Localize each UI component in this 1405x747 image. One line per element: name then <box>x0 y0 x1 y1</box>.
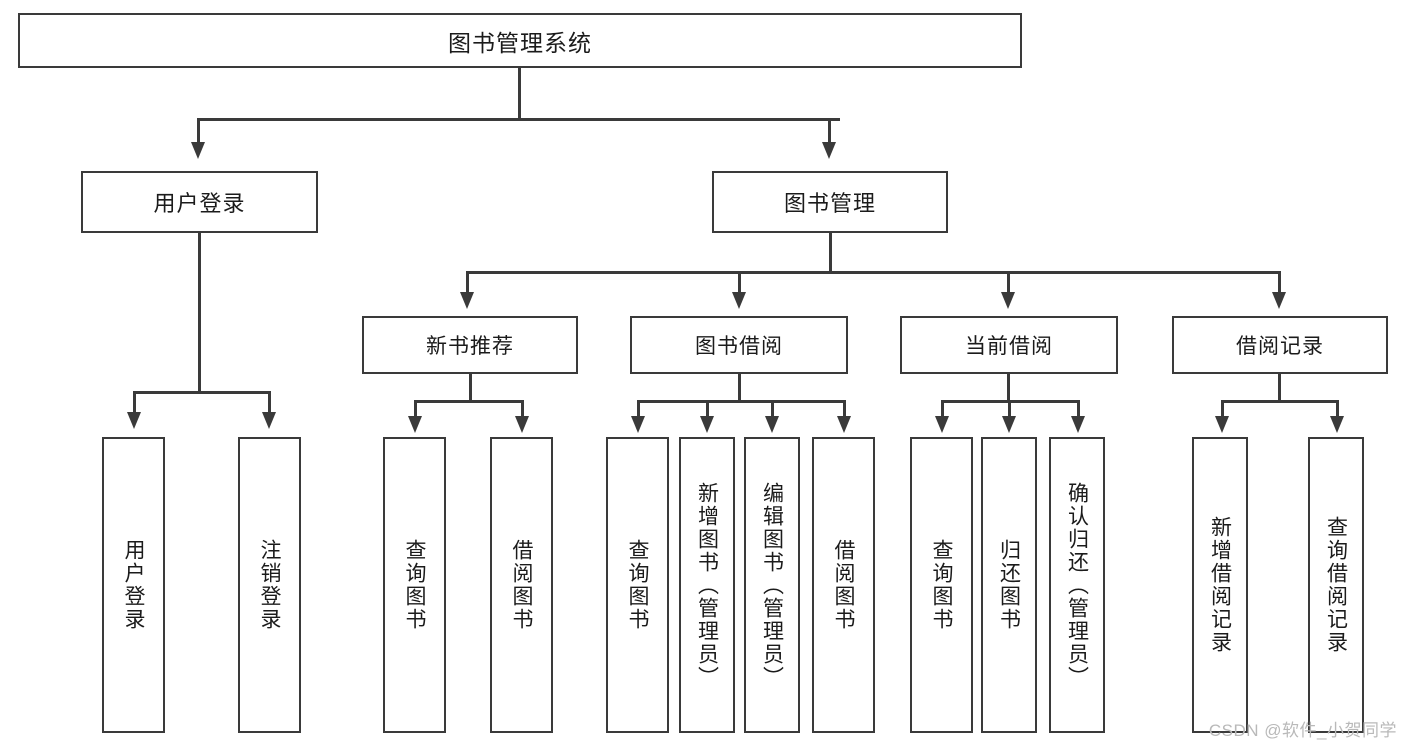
leaf-label: 编辑图书（管理员） <box>760 481 784 689</box>
leaf-new-book-query-books[interactable]: 查询图书 <box>383 437 446 733</box>
leaf-label: 查询图书 <box>930 539 953 631</box>
arrow-cb-to-leaf-3 <box>1071 416 1085 433</box>
leaf-label: 查询图书 <box>403 539 426 631</box>
leaf-label: 新增图书（管理员） <box>695 481 719 689</box>
leaf-book-borrow-edit-book[interactable]: 编辑图书（管理员） <box>744 437 800 733</box>
connector-bb-to-leaf-4 <box>843 400 846 418</box>
leaf-borrow-records-query-record[interactable]: 查询借阅记录 <box>1308 437 1364 733</box>
leaf-book-borrow-add-book[interactable]: 新增图书（管理员） <box>679 437 735 733</box>
connector-root-to-user-login <box>197 118 200 145</box>
node-current-borrow[interactable]: 当前借阅 <box>900 316 1118 374</box>
node-book-management[interactable]: 图书管理 <box>712 171 948 233</box>
arrow-br-to-leaf-1 <box>1215 416 1229 433</box>
connector-current-borrow-stem <box>1007 374 1010 402</box>
node-label: 图书借阅 <box>695 335 783 358</box>
arrow-bm-to-borrow-records <box>1272 292 1286 309</box>
arrow-bb-to-leaf-2 <box>700 416 714 433</box>
arrow-bm-to-book-borrow <box>732 292 746 309</box>
leaf-label: 确认归还（管理员） <box>1065 481 1089 689</box>
arrow-bb-to-leaf-1 <box>631 416 645 433</box>
leaf-user-login-logout[interactable]: 注销登录 <box>238 437 301 733</box>
node-label: 图书管理 <box>783 191 876 216</box>
node-label: 用户登录 <box>153 191 246 216</box>
leaf-current-borrow-confirm-return[interactable]: 确认归还（管理员） <box>1049 437 1105 733</box>
node-new-book-recommend[interactable]: 新书推荐 <box>362 316 578 374</box>
connector-borrow-records-bus <box>1221 400 1338 403</box>
node-label: 当前借阅 <box>965 335 1053 358</box>
connector-br-to-leaf-1 <box>1221 400 1224 418</box>
connector-new-book-bus <box>414 400 524 403</box>
node-book-management-system[interactable]: 图书管理系统 <box>18 13 1022 68</box>
leaf-label: 借阅图书 <box>510 539 533 631</box>
arrow-cb-to-leaf-1 <box>935 416 949 433</box>
connector-bb-to-leaf-3 <box>771 400 774 418</box>
arrow-cb-to-leaf-2 <box>1002 416 1016 433</box>
connector-user-login-bus <box>133 391 270 394</box>
node-label: 借阅记录 <box>1236 335 1324 358</box>
connector-root-to-book-management <box>828 118 831 145</box>
connector-bb-to-leaf-2 <box>706 400 709 418</box>
leaf-user-login-login[interactable]: 用户登录 <box>102 437 165 733</box>
leaf-borrow-records-add-record[interactable]: 新增借阅记录 <box>1192 437 1248 733</box>
connector-borrow-records-stem <box>1278 374 1281 402</box>
arrow-bm-to-new-book <box>460 292 474 309</box>
connector-book-management-bus <box>466 271 1280 274</box>
connector-book-borrow-stem <box>738 374 741 402</box>
leaf-new-book-borrow-books[interactable]: 借阅图书 <box>490 437 553 733</box>
connector-nb-to-leaf-2 <box>521 400 524 418</box>
arrow-nb-to-leaf-1 <box>408 416 422 433</box>
connector-bm-to-new-book <box>466 271 469 294</box>
leaf-book-borrow-query-books[interactable]: 查询图书 <box>606 437 669 733</box>
node-book-borrow[interactable]: 图书借阅 <box>630 316 848 374</box>
leaf-label: 查询借阅记录 <box>1324 516 1348 654</box>
leaf-label: 用户登录 <box>122 539 145 631</box>
connector-nb-to-leaf-1 <box>414 400 417 418</box>
node-label: 图书管理系统 <box>448 29 592 56</box>
leaf-book-borrow-borrow-books[interactable]: 借阅图书 <box>812 437 875 733</box>
arrow-user-login-to-leaf-2 <box>262 412 276 429</box>
connector-cb-to-leaf-2 <box>1008 400 1011 418</box>
leaf-label: 新增借阅记录 <box>1208 516 1232 654</box>
arrow-root-to-user-login <box>191 142 205 159</box>
arrow-user-login-to-leaf-1 <box>127 412 141 429</box>
arrow-nb-to-leaf-2 <box>515 416 529 433</box>
node-label: 新书推荐 <box>426 335 514 358</box>
leaf-current-borrow-query-books[interactable]: 查询图书 <box>910 437 973 733</box>
connector-cb-to-leaf-1 <box>941 400 944 418</box>
leaf-label: 借阅图书 <box>832 539 855 631</box>
connector-user-login-to-leaf-1 <box>133 391 136 414</box>
connector-new-book-stem <box>469 374 472 402</box>
connector-book-borrow-bus <box>637 400 845 403</box>
connector-bb-to-leaf-1 <box>637 400 640 418</box>
arrow-bb-to-leaf-4 <box>837 416 851 433</box>
leaf-label: 注销登录 <box>258 539 281 631</box>
arrow-br-to-leaf-2 <box>1330 416 1344 433</box>
connector-bm-to-book-borrow <box>738 271 741 294</box>
arrow-bb-to-leaf-3 <box>765 416 779 433</box>
connector-bm-to-borrow-records <box>1278 271 1281 294</box>
arrow-bm-to-current-borrow <box>1001 292 1015 309</box>
leaf-label: 归还图书 <box>997 539 1021 631</box>
connector-root-stem <box>518 68 521 118</box>
connector-user-login-to-leaf-2 <box>268 391 271 414</box>
connector-bm-to-current-borrow <box>1007 271 1010 294</box>
node-user-login[interactable]: 用户登录 <box>81 171 318 233</box>
connector-book-management-stem <box>829 233 832 272</box>
leaf-label: 查询图书 <box>626 539 649 631</box>
connector-user-login-stem <box>198 233 201 393</box>
leaf-current-borrow-return-books[interactable]: 归还图书 <box>981 437 1037 733</box>
watermark: CSDN @软件_小贺同学 <box>1208 721 1397 740</box>
connector-br-to-leaf-2 <box>1336 400 1339 418</box>
node-borrow-records[interactable]: 借阅记录 <box>1172 316 1388 374</box>
connector-cb-to-leaf-3 <box>1077 400 1080 418</box>
arrow-root-to-book-management <box>822 142 836 159</box>
connector-root-bus <box>197 118 840 121</box>
